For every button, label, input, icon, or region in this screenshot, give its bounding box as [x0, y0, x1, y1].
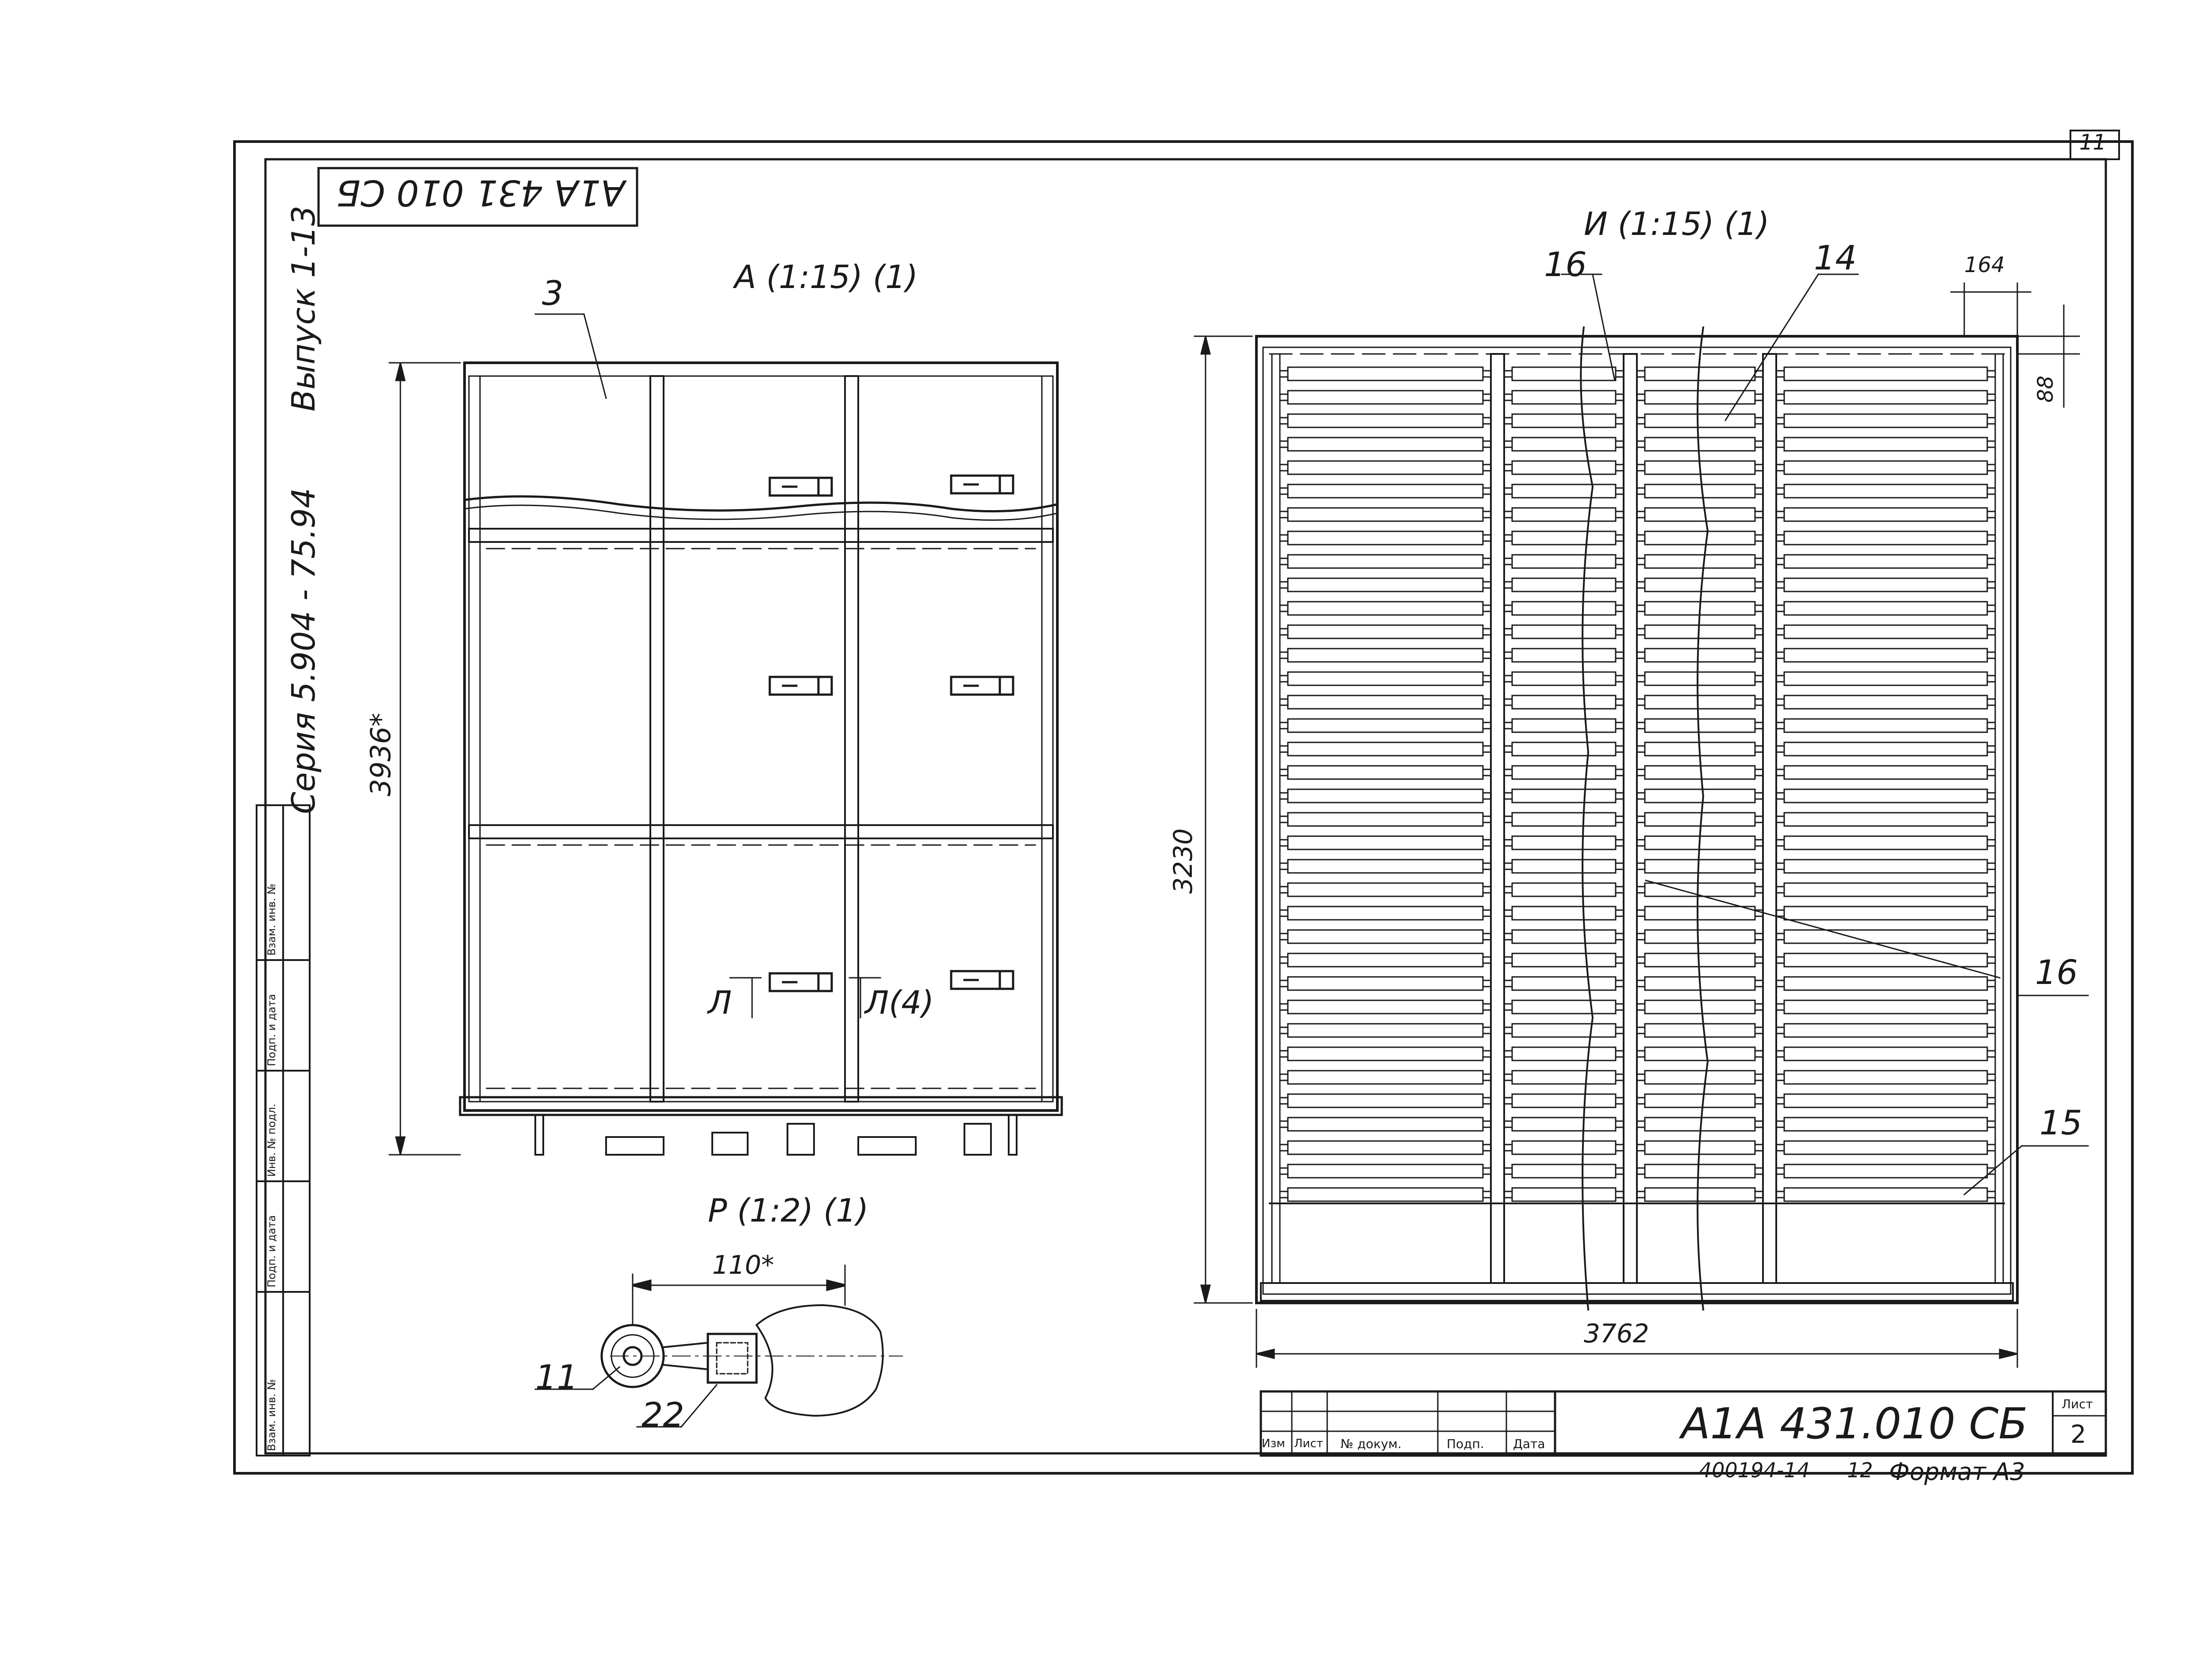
tb-sheet-label: Лист [2062, 1397, 2093, 1411]
view-i-callout-16-right: 16 [2035, 953, 2078, 992]
view-i-callout-15: 15 [2039, 1103, 2082, 1142]
page-number: 11 [2079, 130, 2107, 155]
view-i-title: И (1:15) (1) [1584, 205, 1770, 242]
tb-format: Формат А3 [1889, 1458, 2025, 1486]
view-i-height-dimension: 3230 [1168, 828, 1198, 894]
tb-header-doc: № докум. [1340, 1437, 1402, 1451]
tb-copy-note: 400194-14 [1699, 1458, 1810, 1482]
view-i-louvers [1279, 366, 1996, 1202]
stamp-col-3: Инв. № подл. [265, 1103, 278, 1177]
stamp-col-5: Взам. инв. № [265, 1379, 278, 1451]
view-a-callout-3: 3 [542, 273, 564, 313]
section-marker-right: Л(4) [865, 984, 934, 1021]
flipped-designation-stamp: A1A 431 010 СБ [336, 172, 625, 213]
view-r-width-dimension: 110* [712, 1250, 774, 1280]
tb-header-sign: Подп. [1447, 1437, 1484, 1451]
view-r-title: P (1:2) (1) [708, 1192, 869, 1229]
view-i-callout-14: 14 [1814, 238, 1857, 277]
section-marker-left: Л [708, 984, 732, 1021]
view-a-height-dimension: 3936* [365, 713, 397, 796]
view-i-dimensions [1194, 273, 2089, 1368]
inner-frame [264, 158, 2107, 1455]
tb-designation: A1A 431.010 СБ [1681, 1399, 2028, 1449]
tb-copy-count: 12 [1847, 1458, 1873, 1482]
flipped-stamp-box [317, 167, 638, 227]
view-a-title: A (1:15) (1) [734, 258, 918, 296]
series-label: Серия 5.904 - 75.94 [285, 488, 322, 814]
stamp-col-4: Подп. и дата [265, 1215, 278, 1288]
issue-label: Выпуск 1-13 [285, 205, 322, 411]
view-r-callout-11: 11 [535, 1357, 578, 1397]
view-r-callout-22: 22 [641, 1395, 684, 1434]
stamp-col-1: Взам. инв. № [265, 884, 278, 956]
page-number-box [2070, 130, 2120, 160]
tb-header-izm: Изм [1262, 1437, 1285, 1450]
tb-sheet-number: 2 [2070, 1420, 2086, 1449]
outer-frame [233, 140, 2134, 1475]
view-a-handles [768, 474, 1014, 992]
view-i-width-dimension: 3762 [1584, 1318, 1649, 1349]
view-i-dim-164: 164 [1964, 253, 2005, 277]
view-a-dimension [388, 313, 881, 1156]
view-r-detail [534, 1264, 903, 1428]
title-block [1260, 1390, 2107, 1457]
view-a-cabinet [459, 361, 1063, 1116]
view-a-feet [534, 1114, 1018, 1156]
tb-header-date: Дата [1513, 1437, 1545, 1451]
tb-header-list: Лист [1294, 1437, 1323, 1450]
stamp-col-2: Подп. и дата [265, 994, 278, 1067]
view-i-dim-88: 88 [2033, 375, 2058, 403]
left-stamp-table [256, 804, 311, 1456]
view-i-callout-16-top: 16 [1544, 245, 1587, 284]
